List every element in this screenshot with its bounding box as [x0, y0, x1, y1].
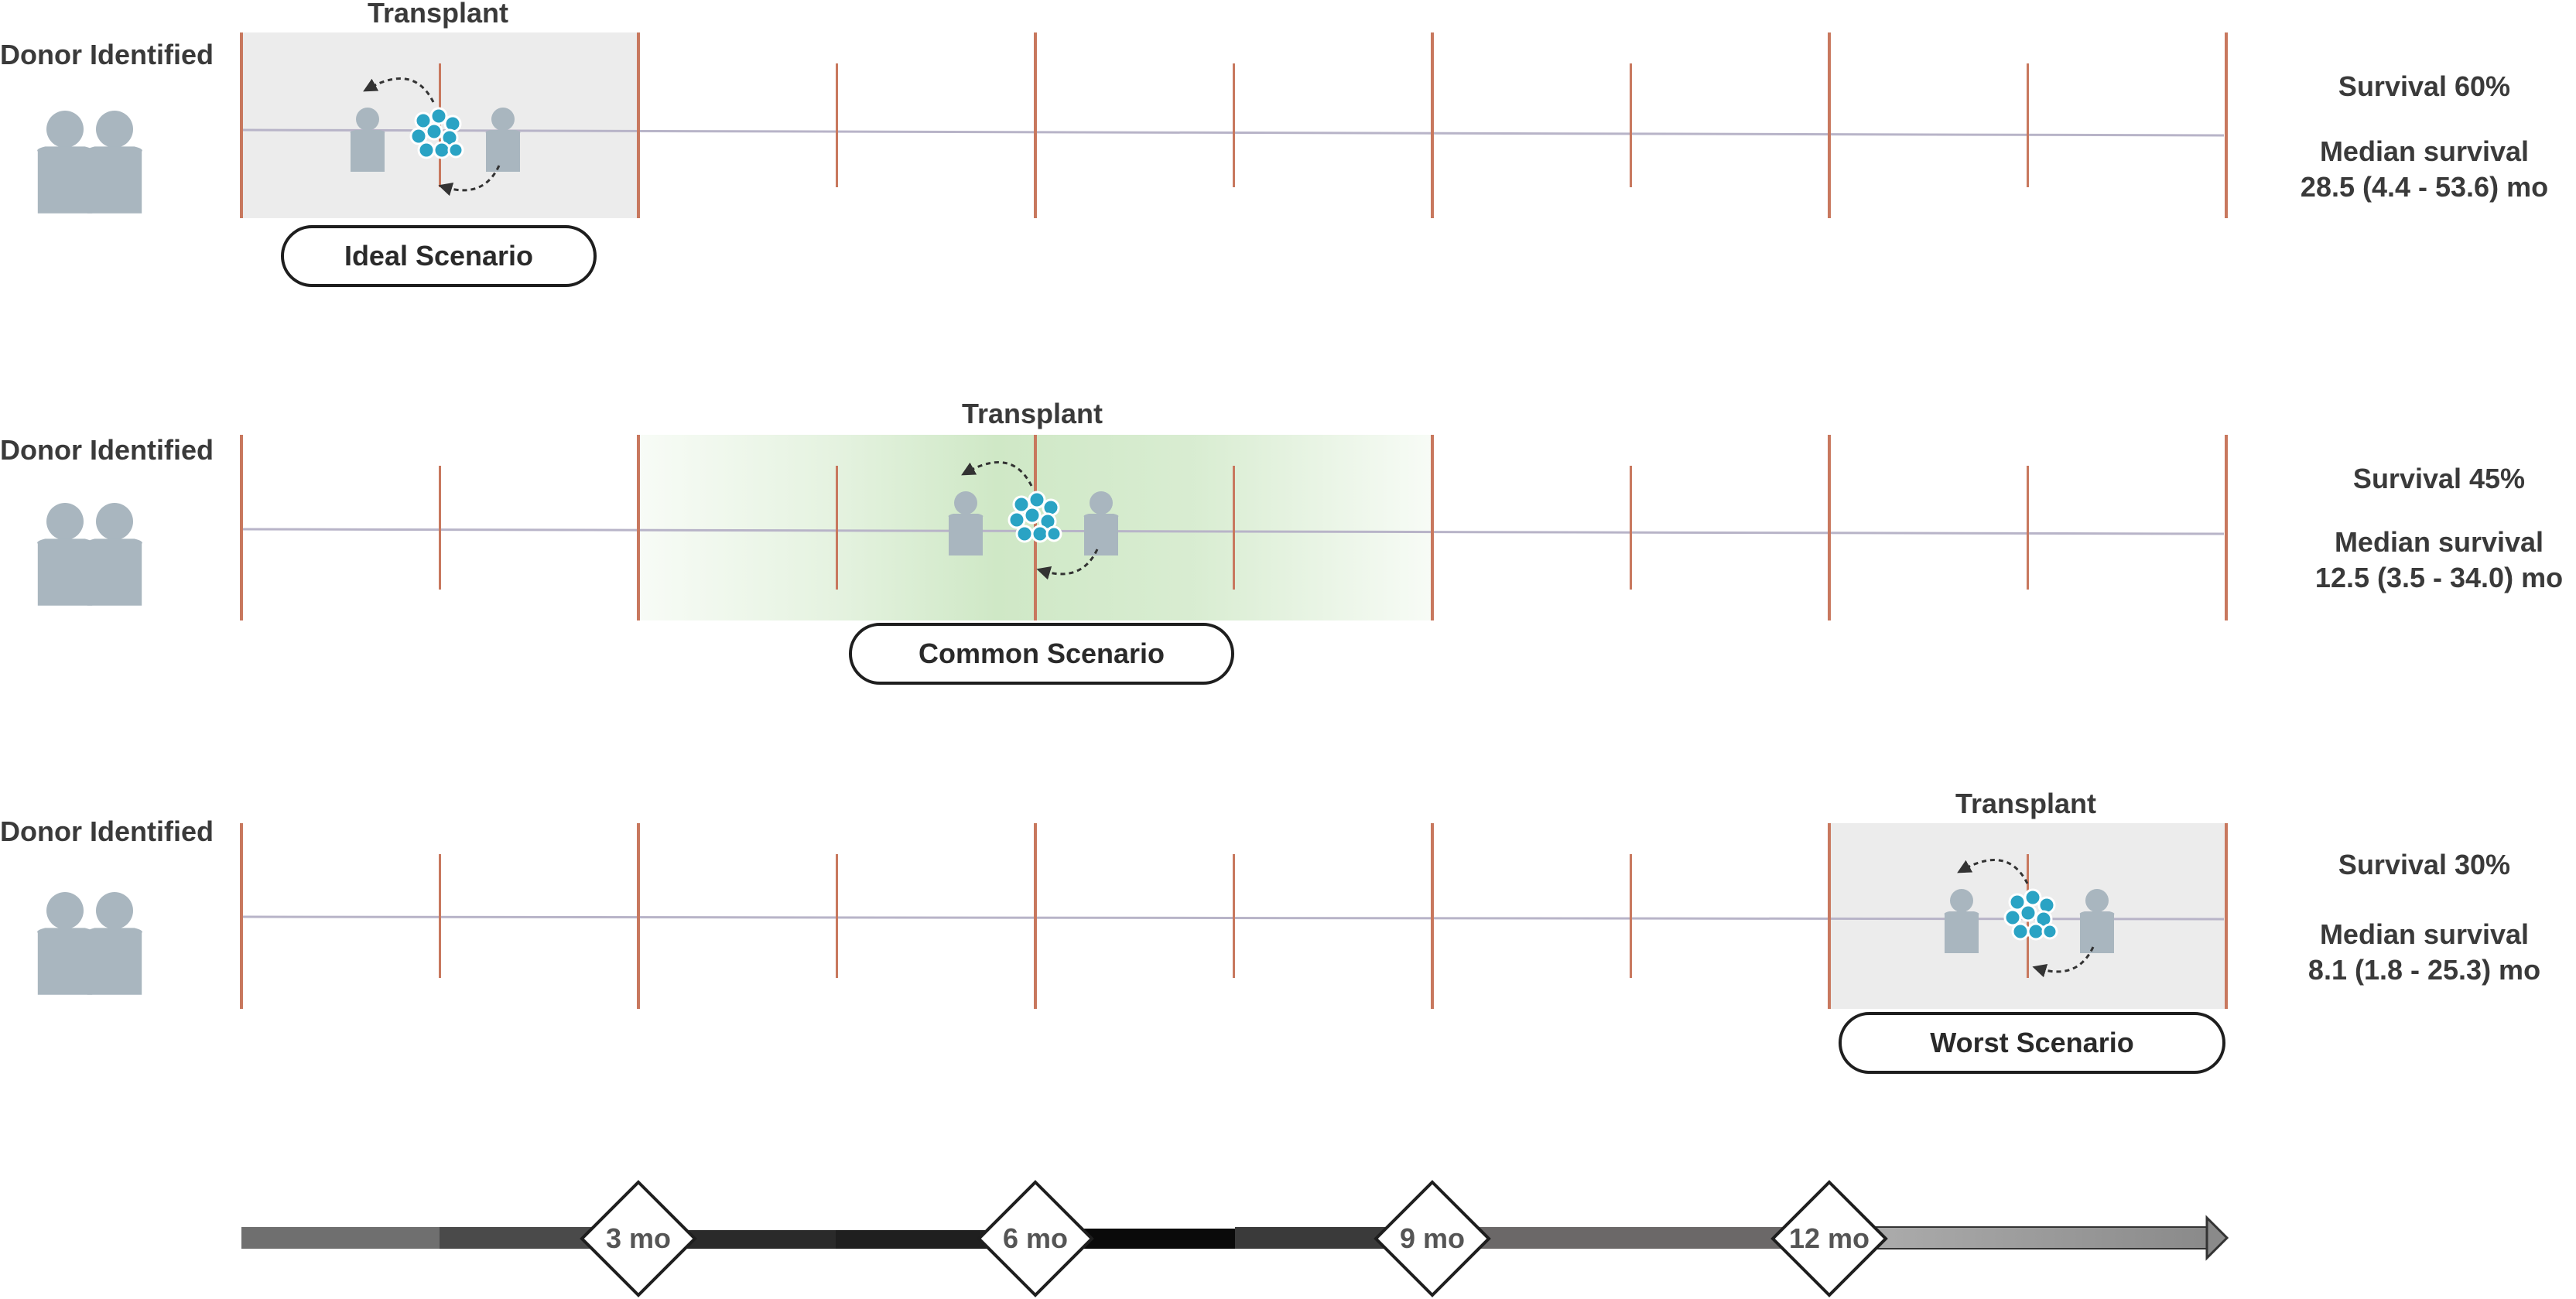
month-marker: 9 mo — [1374, 1180, 1491, 1297]
month-marker-diamond — [1374, 1180, 1491, 1297]
month-markers: 3 mo 6 mo 9 mo 12 mo — [580, 1180, 1888, 1297]
donor-identified-label-common: Donor Identified — [0, 434, 214, 466]
median-survival-label-worst: Median survival — [2319, 918, 2530, 950]
median-survival-value-worst: 8.1 (1.8 - 25.3) mo — [2307, 954, 2541, 986]
month-marker-label: 12 mo — [1789, 1222, 1870, 1254]
scenario-pill-common: Common Scenario — [849, 623, 1234, 685]
time-axis-arrow — [241, 1215, 2229, 1261]
donor-identified-label-worst: Donor Identified — [0, 815, 214, 847]
scenario-pill-worst: Worst Scenario — [1839, 1012, 2225, 1074]
transplant-icon-worst — [1944, 859, 2115, 978]
median-survival-value-common: 12.5 (3.5 - 34.0) mo — [2314, 562, 2564, 593]
month-marker: 6 mo — [977, 1180, 1094, 1297]
transplant-label-ideal: Transplant — [367, 0, 509, 29]
month-marker: 3 mo — [580, 1180, 697, 1297]
scenario-label-ideal: Ideal Scenario — [344, 240, 534, 272]
survival-ideal: Survival 60% — [2338, 70, 2511, 102]
scenario-label-worst: Worst Scenario — [1930, 1027, 2134, 1058]
scenario-pill-ideal: Ideal Scenario — [281, 225, 597, 287]
month-marker-diamond — [1770, 1180, 1888, 1297]
transplant-icon-ideal — [350, 77, 521, 197]
scenario-label-common: Common Scenario — [918, 638, 1165, 669]
donor-recipient-icon-ideal — [37, 111, 142, 214]
median-survival-value-ideal: 28.5 (4.4 - 53.6) mo — [2300, 171, 2549, 203]
transplant-label-worst: Transplant — [1955, 788, 2097, 819]
month-marker-label: 6 mo — [1003, 1222, 1068, 1254]
month-marker-label: 3 mo — [606, 1222, 671, 1254]
month-marker-diamond — [977, 1180, 1094, 1297]
survival-worst: Survival 30% — [2338, 849, 2511, 880]
month-marker-label: 9 mo — [1400, 1222, 1465, 1254]
transplant-icon-common — [948, 461, 1119, 580]
month-marker: 12 mo — [1770, 1180, 1888, 1297]
median-survival-label-ideal: Median survival — [2319, 135, 2530, 167]
month-marker-diamond — [580, 1180, 697, 1297]
donor-recipient-icon-common — [37, 503, 142, 606]
donor-identified-label-ideal: Donor Identified — [0, 39, 214, 70]
survival-common: Survival 45% — [2352, 463, 2526, 494]
transplant-label-common: Transplant — [961, 398, 1103, 429]
donor-recipient-icon-worst — [37, 892, 142, 995]
median-survival-label-common: Median survival — [2334, 526, 2544, 558]
